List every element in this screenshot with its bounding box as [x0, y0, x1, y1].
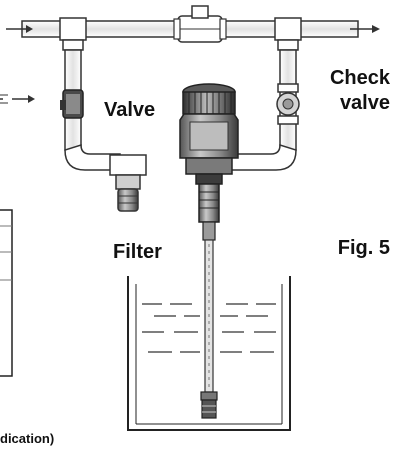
bypass-valve — [173, 5, 227, 43]
tee-fitting-left — [59, 17, 87, 51]
tee-fitting-right — [274, 17, 302, 51]
dosing-pump — [179, 83, 239, 241]
label-bottom-partial: dication) — [0, 431, 55, 446]
label-check-valve-line2: valve — [339, 92, 390, 114]
label-check-valve-line1: Check — [329, 67, 390, 89]
filter-unit — [109, 154, 147, 212]
solution-container — [127, 276, 291, 431]
inlet-valve — [60, 89, 84, 119]
label-filter: Filter — [113, 241, 162, 263]
check-valve — [276, 83, 300, 125]
side-inlet-arrow — [0, 94, 35, 104]
label-fig: Fig. 5 — [337, 237, 390, 259]
side-gauge-partial — [0, 209, 13, 377]
suction-tube — [200, 239, 218, 419]
label-valve: Valve — [104, 99, 156, 121]
